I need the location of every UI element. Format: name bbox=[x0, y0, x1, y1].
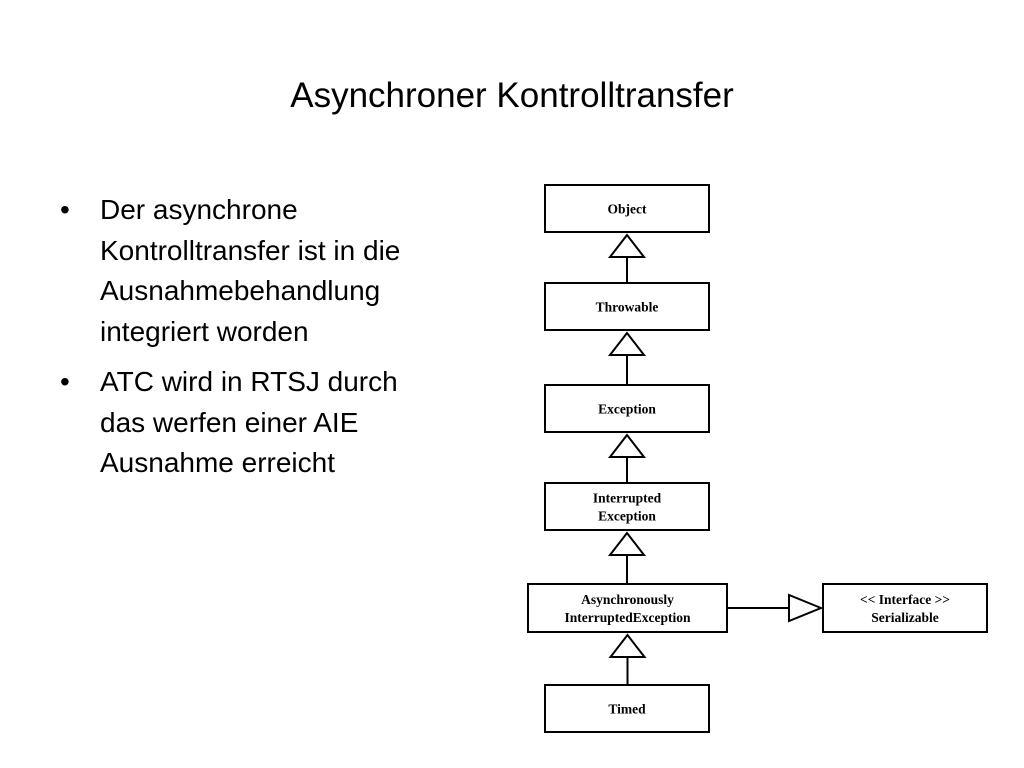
class-box-timed: Timed bbox=[544, 684, 710, 733]
class-box-serializable: << Interface >> Serializable bbox=[822, 583, 988, 633]
class-label: Asynchronously bbox=[581, 592, 674, 607]
class-label: Serializable bbox=[871, 610, 939, 625]
bullet-text: Der asynchrone Kontrolltransfer ist in d… bbox=[100, 194, 401, 347]
class-label: Object bbox=[608, 202, 647, 217]
class-label: Interrupted bbox=[593, 491, 662, 506]
slide-title: Asynchroner Kontrolltransfer bbox=[290, 76, 734, 115]
class-box-interrupted-exception: InterruptedException bbox=[544, 482, 710, 531]
class-box-object: Object bbox=[544, 184, 710, 233]
inheritance-arrow bbox=[607, 233, 647, 283]
inheritance-arrow bbox=[607, 433, 647, 483]
inheritance-arrow bbox=[607, 331, 647, 385]
class-label: Exception bbox=[598, 402, 656, 417]
inheritance-arrow bbox=[607, 531, 647, 584]
bullet-dot-icon: • bbox=[60, 366, 70, 397]
class-box-throwable: Throwable bbox=[544, 282, 710, 331]
bullet-item: • Der asynchrone Kontrolltransfer ist in… bbox=[58, 190, 488, 352]
class-label: Exception bbox=[598, 509, 656, 524]
bullet-item: • ATC wird in RTSJ durch das werfen eine… bbox=[58, 362, 488, 484]
realization-arrow bbox=[727, 593, 824, 623]
class-box-exception: Exception bbox=[544, 384, 710, 433]
class-label: InterruptedException bbox=[565, 610, 691, 625]
bullet-list: • Der asynchrone Kontrolltransfer ist in… bbox=[58, 190, 488, 494]
class-label: Timed bbox=[608, 702, 646, 717]
class-label: << Interface >> bbox=[860, 592, 950, 607]
class-label: Throwable bbox=[596, 300, 659, 315]
bullet-dot-icon: • bbox=[60, 194, 70, 225]
bullet-text: ATC wird in RTSJ durch das werfen einer … bbox=[100, 366, 398, 478]
inheritance-arrow bbox=[608, 633, 647, 685]
